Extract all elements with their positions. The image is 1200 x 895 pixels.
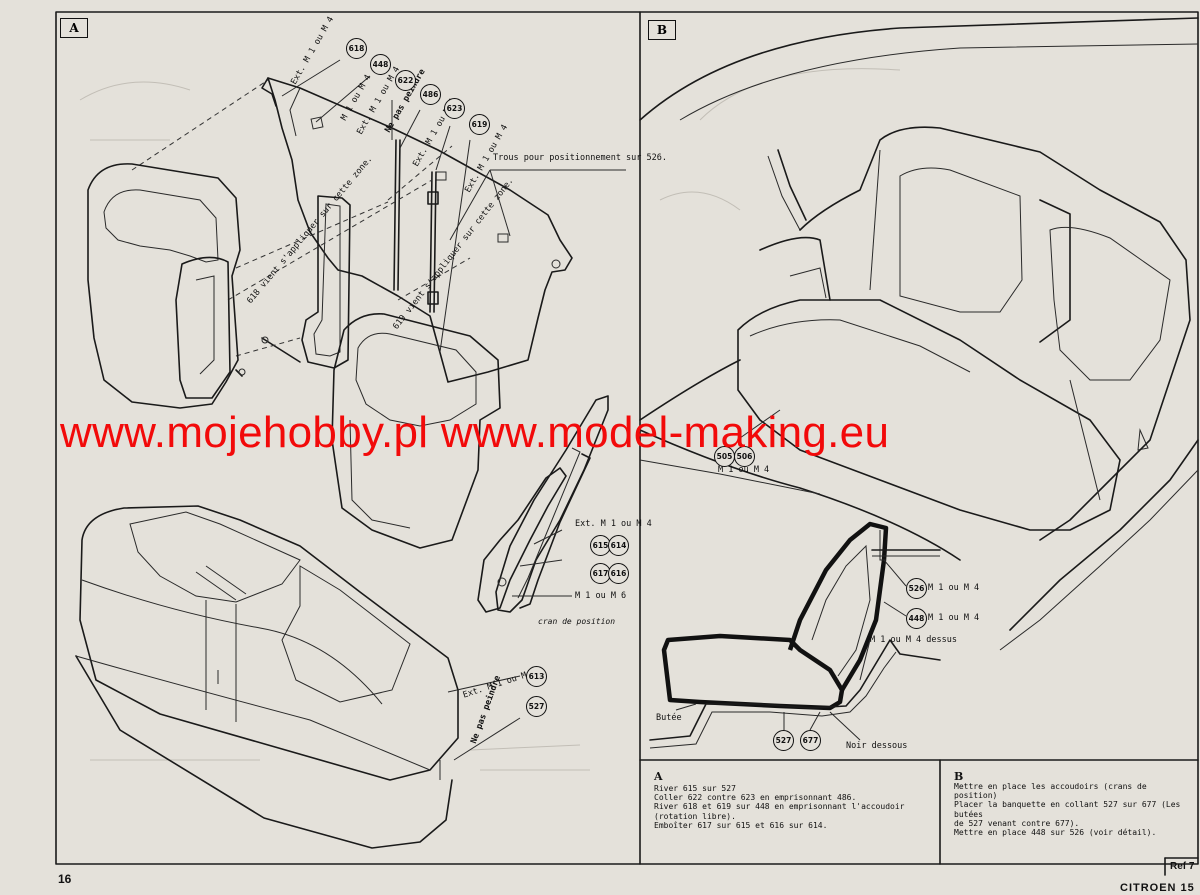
instructions-b-text: Mettre en place les accoudoirs (crans de… bbox=[954, 782, 1194, 837]
ref-label: Ref 7 bbox=[1170, 861, 1195, 872]
part-number-506: 506 bbox=[734, 446, 755, 467]
instructions-a-line: Emboîter 617 sur 615 et 616 sur 614. bbox=[654, 820, 828, 830]
instructions-a-line: (rotation libre). bbox=[654, 811, 736, 821]
label-butee: Butée bbox=[656, 713, 682, 723]
part-number-505: 505 bbox=[714, 446, 735, 467]
panel-b-leaders bbox=[739, 409, 907, 741]
side-pieces bbox=[477, 395, 609, 613]
bench-613 bbox=[75, 505, 459, 849]
label-m-448: M 1 ou M 4 bbox=[928, 613, 980, 623]
part-number-527-b: 527 bbox=[773, 730, 794, 751]
part-number-622: 622 bbox=[395, 70, 416, 91]
part-number-617: 617 bbox=[590, 563, 611, 584]
label-trous: Trous pour positionnement sur 526. bbox=[493, 153, 667, 163]
instructions-b-line: Placer la banquette en collant 527 sur 6… bbox=[954, 800, 1181, 819]
instructions-a-line: Coller 622 contre 623 en emprisonnant 48… bbox=[654, 793, 857, 803]
watermark-text: www.mojehobby.pl www.model-making.eu bbox=[60, 408, 890, 457]
instructions-b-line: de 527 venant contre 677). bbox=[954, 818, 1080, 828]
instructions-a-text: River 615 sur 527 Coller 622 contre 623 … bbox=[654, 784, 904, 830]
instructions-a-line: River 615 sur 527 bbox=[654, 784, 736, 793]
armrest-619 bbox=[331, 313, 501, 549]
panel-a-leaders bbox=[281, 59, 626, 761]
label-cran: cran de position bbox=[538, 617, 616, 626]
part-number-448: 448 bbox=[370, 54, 391, 75]
instructions-b-line: Mettre en place 448 sur 526 (voir détail… bbox=[954, 828, 1157, 838]
label-dessus: M 1 ou M 4 dessus bbox=[870, 635, 957, 645]
brand-footer: CITROEN 15 bbox=[1120, 882, 1195, 894]
car-body-outline bbox=[639, 17, 1199, 651]
rear-bench-seat bbox=[737, 126, 1191, 541]
label-m6-617: M 1 ou M 6 bbox=[575, 591, 627, 601]
rods bbox=[393, 139, 439, 313]
part-number-618: 618 bbox=[346, 38, 367, 59]
part-number-614: 614 bbox=[608, 535, 629, 556]
panel-a-letter: A bbox=[60, 18, 88, 38]
instructions-b-line: Mettre en place les accoudoirs (crans de… bbox=[954, 782, 1147, 801]
instructions-a-letter: A bbox=[654, 770, 663, 783]
part-number-677: 677 bbox=[800, 730, 821, 751]
label-ext-615: Ext. M 1 ou M 4 bbox=[575, 519, 652, 529]
page-number: 16 bbox=[58, 872, 72, 886]
outer-frame bbox=[55, 11, 1199, 865]
back-panel-448 bbox=[261, 77, 573, 383]
instructions-a-line: River 618 et 619 sur 448 en emprisonnant… bbox=[654, 802, 905, 812]
label-noir-dessous: Noir dessous bbox=[846, 741, 908, 751]
part-number-448-b: 448 bbox=[906, 608, 927, 629]
part-number-486: 486 bbox=[420, 84, 441, 105]
part-number-616: 616 bbox=[608, 563, 629, 584]
part-number-623: 623 bbox=[444, 98, 465, 119]
bracket-486 bbox=[261, 195, 351, 369]
part-number-613: 613 bbox=[526, 666, 547, 687]
label-m-505: M 1 ou M 4 bbox=[718, 465, 770, 475]
instructions-b-letter: B bbox=[954, 770, 964, 783]
part-number-526: 526 bbox=[906, 578, 927, 599]
panel-b-letter: B bbox=[648, 20, 676, 40]
part-number-615: 615 bbox=[590, 535, 611, 556]
label-m-526: M 1 ou M 4 bbox=[928, 583, 980, 593]
part-number-527: 527 bbox=[526, 696, 547, 717]
armrest-618 bbox=[87, 163, 246, 409]
part-number-619: 619 bbox=[469, 114, 490, 135]
